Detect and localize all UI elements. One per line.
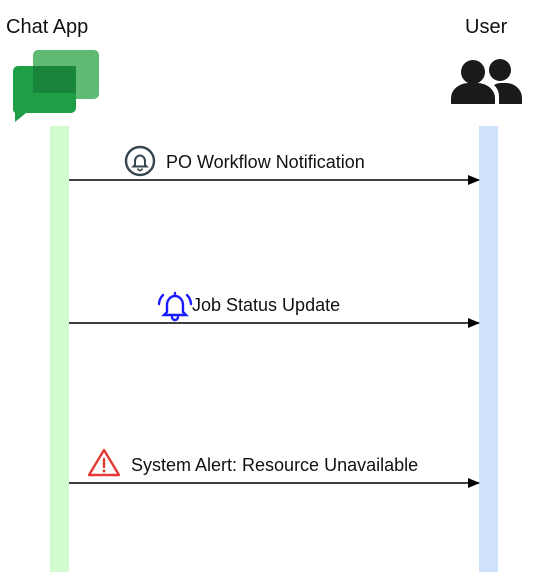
- message-label-2: Job Status Update: [192, 295, 341, 315]
- user-participant-label: User: [465, 16, 508, 38]
- google-chat-icon: [13, 50, 99, 122]
- chat-app-lifeline: [50, 126, 69, 572]
- message-label-3: System Alert: Resource Unavailable: [131, 455, 419, 475]
- warning-triangle-icon: [87, 448, 121, 477]
- ringing-bell-icon: [157, 291, 193, 322]
- message-label-1: PO Workflow Notification: [166, 152, 365, 172]
- users-icon: [451, 59, 522, 104]
- chat-app-participant-label: Chat App: [6, 16, 89, 38]
- user-lifeline: [479, 126, 498, 572]
- bell-circle-icon: [124, 145, 156, 177]
